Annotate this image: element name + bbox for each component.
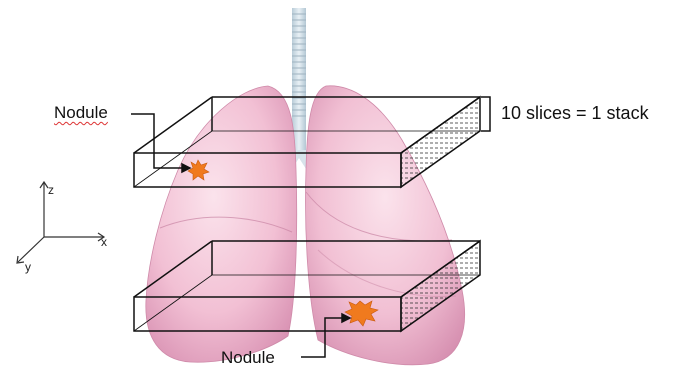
nodule-label-top: Nodule — [54, 104, 108, 121]
stack-bracket — [481, 97, 490, 131]
nodule-label-bottom: Nodule — [221, 349, 275, 366]
axis-y-label: y — [25, 261, 31, 273]
axis-z-label: z — [48, 184, 54, 196]
stack-label: 10 slices = 1 stack — [501, 104, 649, 122]
coordinate-axes — [17, 182, 104, 263]
axis-x-label: x — [101, 236, 107, 248]
